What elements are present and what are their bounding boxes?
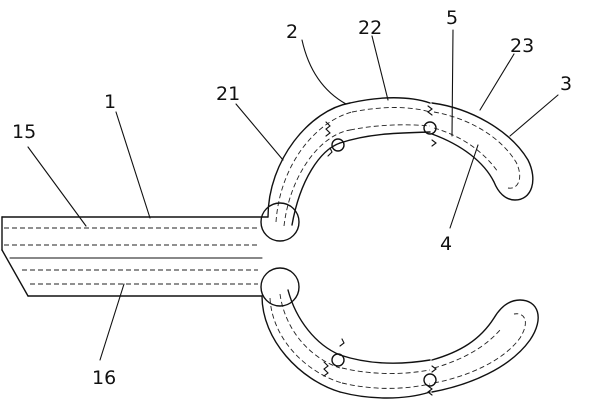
handle-shaft [1,216,269,297]
leader-22 [371,35,389,101]
upper-arc [267,97,534,227]
small-ball-3 [331,353,345,367]
label-2: 2 [286,21,298,43]
small-ball-1 [331,138,345,152]
lower-arc [261,289,539,399]
leader-16 [99,283,125,361]
leader-5 [451,29,454,137]
label-16: 16 [92,367,116,389]
label-4: 4 [440,233,452,255]
leader-3 [509,94,559,137]
channel-16 [22,269,258,285]
label-22: 22 [358,17,382,39]
leader-2 [301,39,347,105]
label-23: 23 [510,35,534,57]
reference-labels: 1 2 3 4 5 15 16 21 22 23 [12,7,572,389]
leader-15 [27,146,87,227]
joint-balls [260,121,437,387]
leader-1 [115,111,151,219]
channel-15 [4,227,260,246]
label-21: 21 [216,83,240,105]
leader-4 [449,144,479,229]
leader-23 [479,53,515,111]
label-5: 5 [446,7,458,29]
label-3: 3 [560,73,572,95]
break-marks [323,105,437,396]
label-1: 1 [104,91,116,113]
small-ball-2 [423,121,437,135]
leader-21 [235,103,284,161]
leader-lines [27,29,559,361]
small-ball-4 [423,373,437,387]
large-ball-upper [260,202,300,242]
large-ball-lower [260,267,300,307]
label-15: 15 [12,121,36,143]
